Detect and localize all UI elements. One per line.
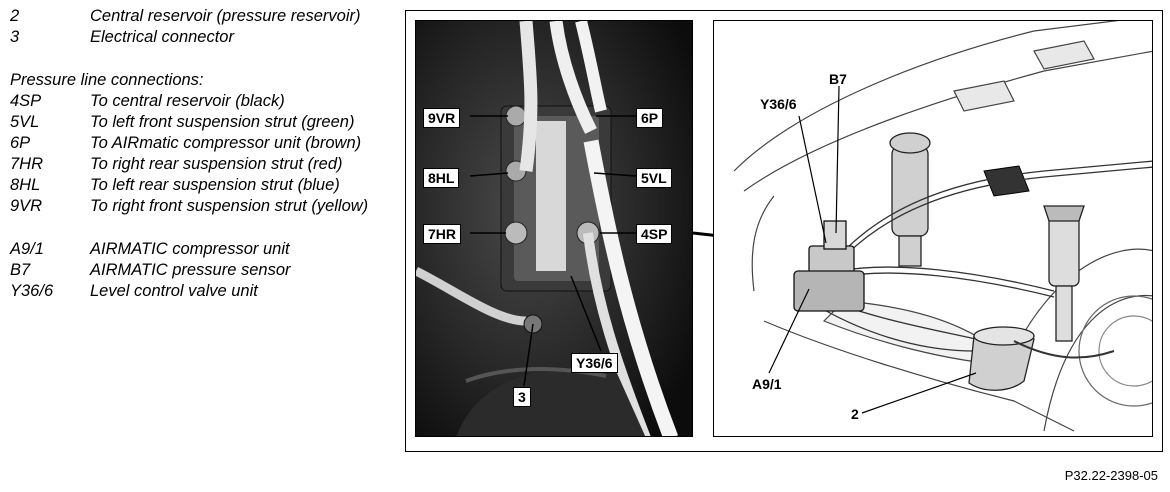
vehicle-line-art bbox=[733, 21, 1152, 432]
legend-item-3: 3 Electrical connector bbox=[10, 27, 390, 48]
legend-item-a91: A9/1 AIRMATIC compressor unit bbox=[10, 239, 390, 260]
legend-item-5vl: 5VL To left front suspension strut (gree… bbox=[10, 112, 390, 133]
legend-code: Y36/6 bbox=[10, 282, 54, 300]
legend-code: 7HR bbox=[10, 155, 44, 173]
legend-code: B7 bbox=[10, 261, 31, 279]
label-y366: Y36/6 bbox=[760, 96, 797, 112]
legend-item-y366: Y36/6 Level control valve unit bbox=[10, 281, 390, 302]
legend-code: 4SP bbox=[10, 92, 42, 110]
legend-desc: Electrical connector bbox=[90, 28, 234, 46]
legend-code: 3 bbox=[10, 28, 20, 46]
callout-8hl: 8HL bbox=[423, 168, 460, 188]
legend-code: A9/1 bbox=[10, 240, 44, 258]
pressure-lines-title: Pressure line connections: bbox=[10, 71, 204, 89]
legend-desc: Central reservoir (pressure reservoir) bbox=[90, 7, 361, 25]
legend-item-2: 2 Central reservoir (pressure reservoir) bbox=[10, 6, 390, 27]
legend-item-4sp: 4SP To central reservoir (black) bbox=[10, 91, 390, 112]
legend-desc: To left rear suspension strut (blue) bbox=[90, 176, 340, 194]
legend-desc: Level control valve unit bbox=[90, 282, 258, 300]
legend: 2 Central reservoir (pressure reservoir)… bbox=[10, 6, 390, 302]
label-2: 2 bbox=[851, 406, 859, 422]
legend-desc: To AIRmatic compressor unit (brown) bbox=[90, 134, 362, 152]
legend-code: 2 bbox=[10, 7, 20, 25]
callout-6p: 6P bbox=[636, 108, 664, 128]
callout-3: 3 bbox=[513, 387, 531, 407]
figure-reference-code: P32.22-2398-05 bbox=[1064, 468, 1158, 483]
legend-desc: To central reservoir (black) bbox=[90, 92, 285, 110]
label-b7: B7 bbox=[829, 71, 847, 87]
callout-7hr: 7HR bbox=[423, 224, 462, 244]
legend-desc: To left front suspension strut (green) bbox=[90, 113, 355, 131]
callout-y366: Y36/6 bbox=[571, 353, 618, 373]
callout-4sp: 4SP bbox=[636, 224, 673, 244]
valve-unit-photo-drawing bbox=[416, 21, 692, 436]
legend-desc: To right front suspension strut (yellow) bbox=[90, 197, 369, 215]
legend-code: 9VR bbox=[10, 197, 43, 215]
legend-item-9vr: 9VR To right front suspension strut (yel… bbox=[10, 196, 390, 217]
valve-unit-photo: 9VR 6P 8HL 5VL 7HR 4SP Y36/6 3 bbox=[415, 20, 693, 437]
callout-5vl: 5VL bbox=[636, 168, 672, 188]
legend-desc: To right rear suspension strut (red) bbox=[90, 155, 343, 173]
legend-item-8hl: 8HL To left rear suspension strut (blue) bbox=[10, 175, 390, 196]
legend-desc: AIRMATIC pressure sensor bbox=[90, 261, 291, 279]
legend-code: 8HL bbox=[10, 176, 41, 194]
legend-item-6p: 6P To AIRmatic compressor unit (brown) bbox=[10, 133, 390, 154]
callout-9vr: 9VR bbox=[423, 108, 461, 128]
label-a91: A9/1 bbox=[752, 376, 782, 392]
figure-frame bbox=[405, 10, 1163, 452]
legend-desc: AIRMATIC compressor unit bbox=[90, 240, 290, 258]
legend-item-7hr: 7HR To right rear suspension strut (red) bbox=[10, 154, 390, 175]
legend-code: 5VL bbox=[10, 113, 40, 131]
legend-item-b7: B7 AIRMATIC pressure sensor bbox=[10, 260, 390, 281]
vehicle-location-drawing: Y36/6 B7 A9/1 2 bbox=[713, 20, 1153, 437]
legend-code: 6P bbox=[10, 134, 31, 152]
